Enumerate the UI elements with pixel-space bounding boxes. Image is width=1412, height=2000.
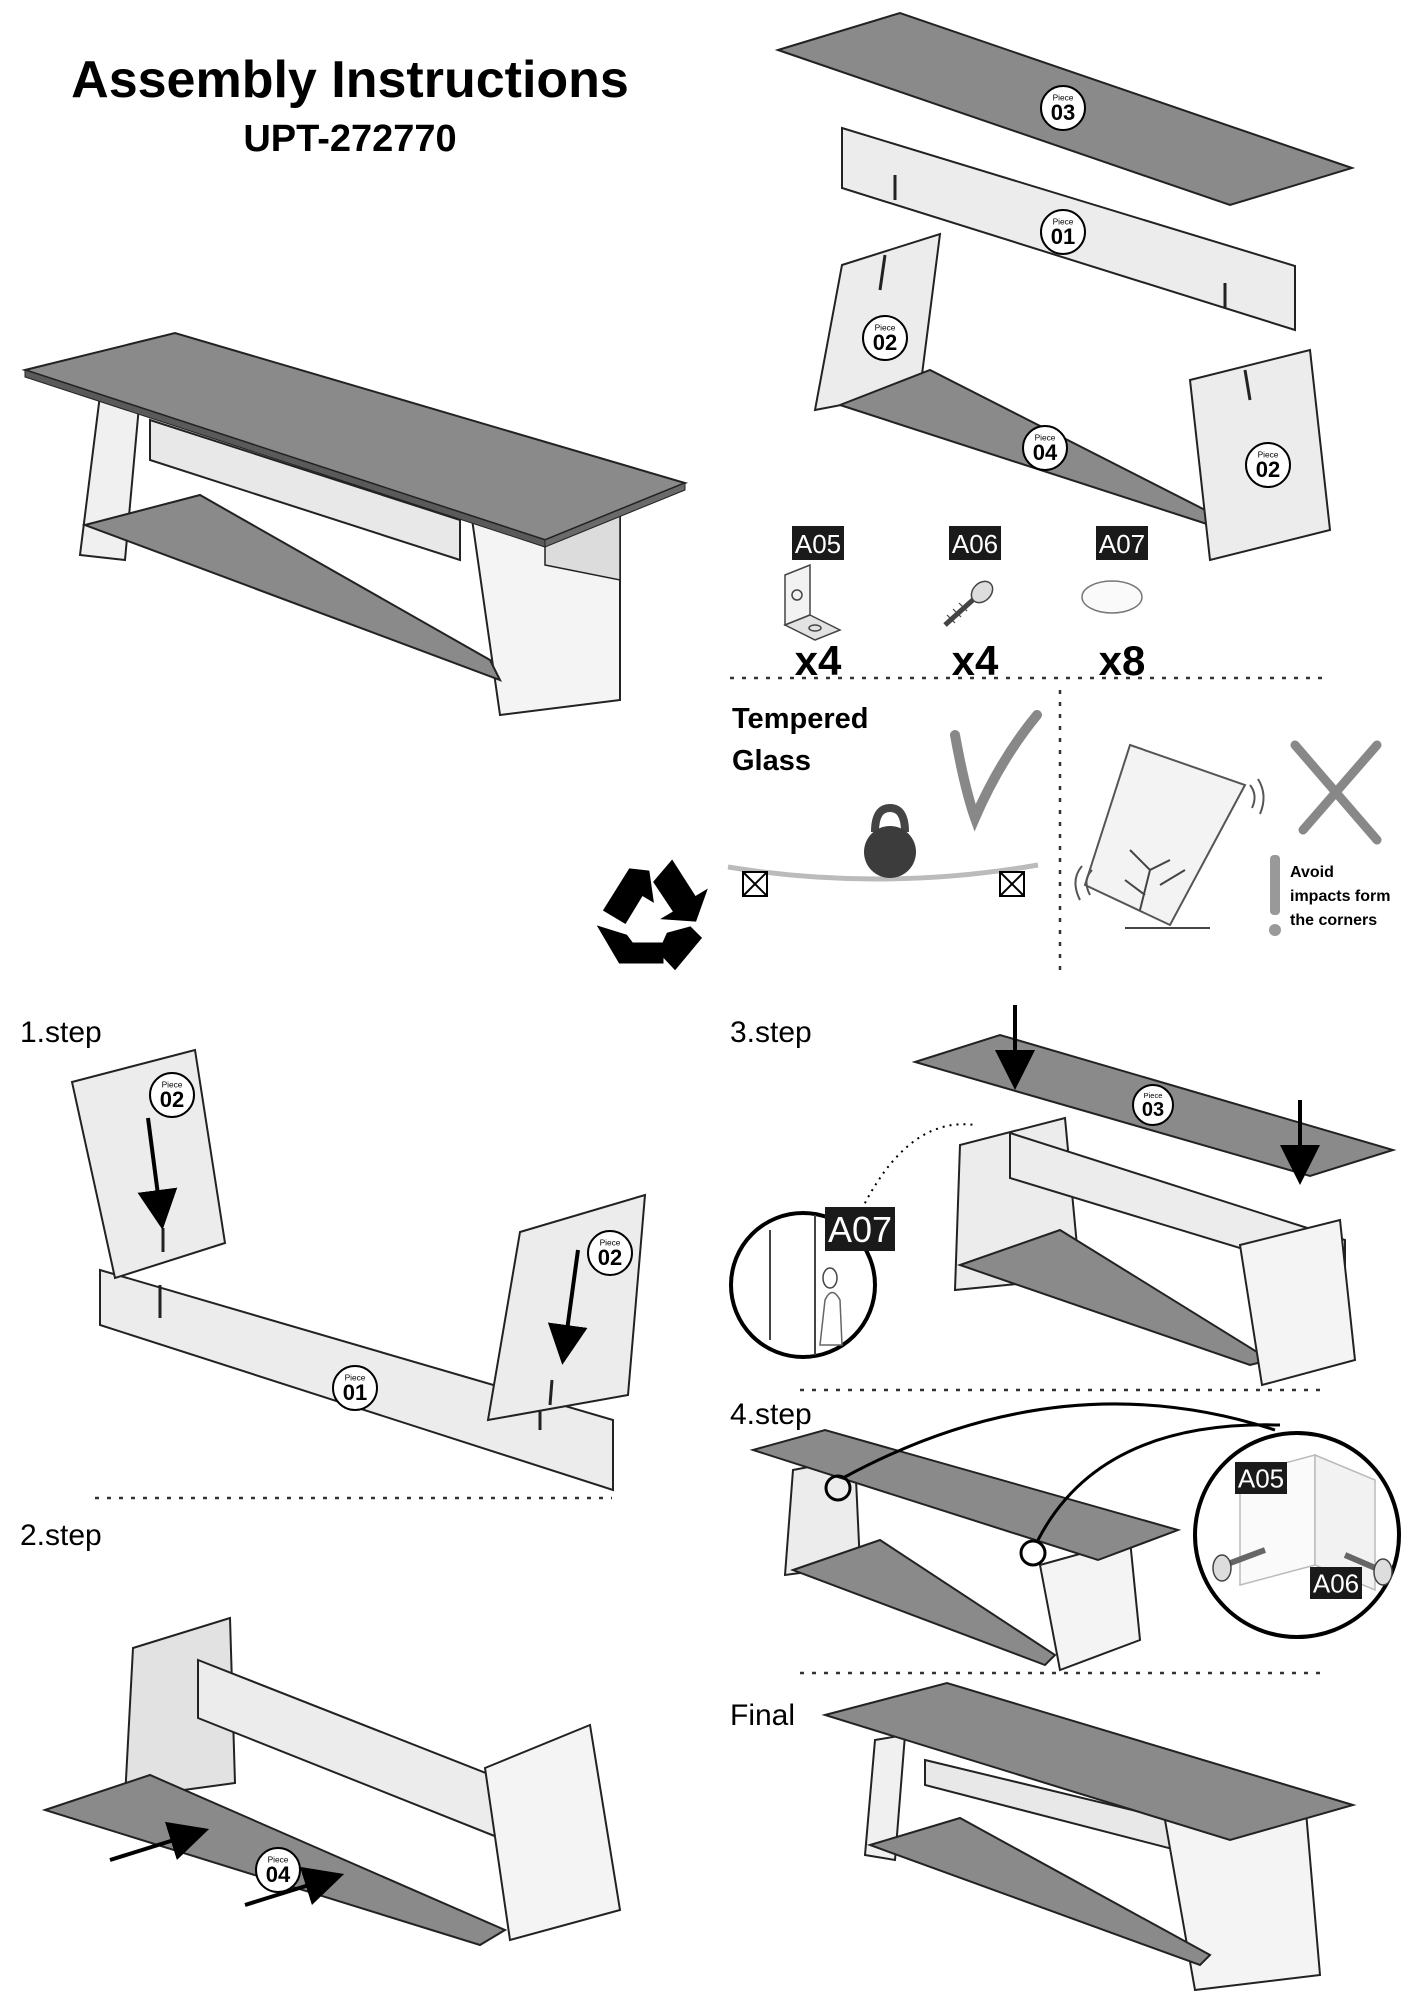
tempered-glass-notice: Tempered Glass xyxy=(727,703,1390,936)
final-illustration xyxy=(821,1681,1357,1992)
glass-notice-line2: Glass xyxy=(732,745,811,777)
piece-number: 01 xyxy=(343,1380,367,1405)
hardware-qty: x4 xyxy=(952,637,999,684)
piece-word: Piece xyxy=(1035,432,1056,442)
corner-bracket-icon xyxy=(783,563,842,641)
step-1-title: 1.step xyxy=(20,1016,102,1049)
check-mark-icon xyxy=(950,710,1042,832)
pad-icon xyxy=(1081,580,1143,614)
support-right-icon xyxy=(999,871,1025,897)
hardware-code: A06 xyxy=(952,529,998,559)
recycle-icon xyxy=(596,859,708,971)
final-title: Final xyxy=(730,1699,795,1732)
hardware-code: A07 xyxy=(1099,529,1145,559)
piece-number: 02 xyxy=(598,1245,622,1270)
step-3-title: 3.step xyxy=(730,1016,812,1049)
piece-word: Piece xyxy=(268,1854,289,1864)
piece-number: 04 xyxy=(1033,440,1058,465)
svg-text:A06: A06 xyxy=(1313,1569,1359,1599)
step-4-illustration xyxy=(749,1402,1401,1672)
hardware-a07: A07 x8 xyxy=(1096,526,1148,684)
piece-number: 02 xyxy=(160,1087,184,1112)
hardware-qty: x4 xyxy=(795,637,842,684)
model-number: UPT-272770 xyxy=(243,118,457,160)
page-title: Assembly Instructions xyxy=(71,51,629,109)
hardware-qty: x8 xyxy=(1099,637,1146,684)
warning-line2: impacts form xyxy=(1290,888,1390,905)
step-4-title: 4.step xyxy=(730,1398,812,1431)
piece-number: 04 xyxy=(266,1862,291,1887)
step-2-illustration xyxy=(41,1616,622,1947)
piece-number: 01 xyxy=(1051,224,1075,249)
hardware-a05: A05 x4 xyxy=(792,526,844,684)
piece-word: Piece xyxy=(1144,1091,1163,1100)
support-left-icon xyxy=(742,871,768,897)
piece-number: 02 xyxy=(1256,457,1280,482)
assembled-bench-illustration xyxy=(21,331,689,717)
svg-text:A07: A07 xyxy=(828,1209,892,1250)
piece-word: Piece xyxy=(162,1079,183,1089)
x-mark-icon xyxy=(1290,740,1382,845)
callout-a05: A05 xyxy=(1235,1462,1287,1494)
svg-text:A05: A05 xyxy=(1238,1464,1284,1494)
piece-word: Piece xyxy=(1053,92,1074,102)
step-1-illustration xyxy=(70,1048,647,1492)
warning-line3: the corners xyxy=(1290,912,1377,929)
section-dividers xyxy=(95,676,1322,1675)
warning-line1: Avoid xyxy=(1290,864,1334,881)
glass-notice-line1: Tempered xyxy=(732,703,868,735)
callout-a07: A07 xyxy=(825,1207,895,1251)
piece-word: Piece xyxy=(600,1237,621,1247)
hardware-code: A05 xyxy=(795,529,841,559)
piece-number: 03 xyxy=(1142,1099,1164,1121)
callout-a06: A06 xyxy=(1310,1567,1362,1599)
piece-number: 02 xyxy=(873,330,897,355)
piece-word: Piece xyxy=(1258,449,1279,459)
piece-word: Piece xyxy=(875,322,896,332)
piece-word: Piece xyxy=(345,1372,366,1382)
step-2-title: 2.step xyxy=(20,1519,102,1552)
exclamation-icon xyxy=(1269,855,1281,936)
step-3-illustration xyxy=(729,1005,1397,1387)
hardware-a06: A06 x4 xyxy=(949,526,1001,684)
piece-number: 03 xyxy=(1051,100,1075,125)
kettlebell-icon xyxy=(864,803,916,878)
screw-icon xyxy=(943,580,994,627)
broken-glass-icon xyxy=(1074,743,1265,929)
piece-word: Piece xyxy=(1053,216,1074,226)
